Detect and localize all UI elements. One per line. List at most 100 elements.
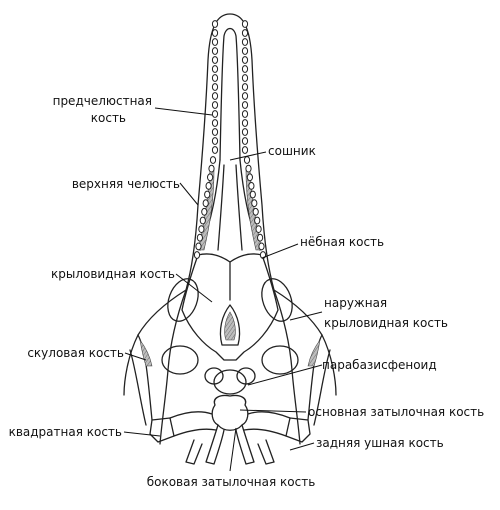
- tooth-socket: [211, 74, 219, 82]
- parabasisphenoid-shape: [213, 369, 247, 395]
- vomer-outline: [217, 164, 243, 251]
- tooth-socket: [241, 65, 249, 73]
- opisthotic-left: [169, 411, 217, 437]
- tooth-socket: [211, 92, 219, 100]
- jugal-left: [129, 334, 153, 426]
- tooth-socket: [241, 56, 249, 64]
- tooth-socket: [251, 199, 258, 208]
- tooth-socket: [241, 47, 249, 55]
- tooth-socket: [211, 101, 219, 109]
- label-quadrate: квадратная кость: [9, 425, 122, 439]
- quadrate-right: [285, 417, 311, 443]
- leader-opisthotic: [289, 442, 315, 451]
- subtemporal-fenestra-left: [161, 345, 199, 375]
- tooth-socket: [248, 182, 255, 190]
- tooth-socket: [209, 156, 217, 164]
- label-premaxilla: предчелюстная: [53, 94, 152, 108]
- snout-outline: [159, 13, 301, 445]
- jugal-shade-right: [307, 339, 321, 367]
- tooth-socket: [241, 110, 249, 118]
- label-vomer: сошник: [268, 144, 316, 158]
- basioccipital-shape: [211, 394, 249, 431]
- label-pterygoid: крыловидная кость: [51, 267, 175, 281]
- tooth-socket: [241, 137, 249, 145]
- leader-basioccipital: [239, 409, 307, 413]
- tooth-socket: [211, 83, 219, 91]
- tooth-socket: [211, 65, 219, 73]
- tooth-socket: [252, 207, 259, 216]
- ectopterygoid-right: [261, 278, 293, 322]
- leader-palatine: [261, 243, 299, 259]
- label-basioccipital: основная затылочная кость: [308, 405, 484, 419]
- subtemporal-fenestra-right: [261, 345, 299, 375]
- tooth-socket: [201, 207, 208, 216]
- tooth-socket: [241, 146, 249, 154]
- label-jugal: скуловая кость: [27, 346, 124, 360]
- label-ectopterygoid: наружная: [324, 296, 387, 310]
- tooth-socket: [249, 190, 256, 199]
- leader-parabasisphenoid: [247, 364, 323, 386]
- tooth-socket: [241, 92, 249, 100]
- label-opisthotic: задняя ушная кость: [316, 436, 444, 450]
- tooth-socket: [257, 233, 264, 242]
- ectopterygoid-left: [167, 278, 199, 322]
- tooth-socket: [211, 47, 219, 55]
- snout-inner-left: [219, 27, 241, 161]
- jaw-arch-left: [123, 289, 187, 396]
- posterior-prongs: [185, 439, 275, 465]
- tooth-socket: [207, 173, 214, 182]
- tooth-socket: [241, 128, 249, 136]
- label-maxilla: верхняя челюсть: [72, 177, 180, 191]
- opisthotic-right: [243, 411, 291, 437]
- tooth-socket: [208, 164, 215, 173]
- leader-quadrate: [123, 431, 161, 437]
- tooth-socket: [245, 164, 252, 173]
- tooth-socket: [211, 146, 219, 154]
- parabasisphenoid-small: [236, 367, 256, 385]
- tooth-socket: [241, 83, 249, 91]
- tooth-socket: [196, 233, 203, 242]
- tooth-socket: [211, 56, 219, 64]
- tooth-socket: [243, 156, 251, 164]
- tooth-socket: [254, 216, 261, 225]
- leader-vomer: [229, 151, 267, 161]
- tooth-socket: [211, 38, 219, 46]
- tooth-socket: [241, 20, 249, 28]
- tooth-socket: [211, 119, 219, 127]
- tooth-socket: [193, 251, 201, 259]
- tooth-socket: [199, 216, 206, 225]
- tooth-socket: [241, 74, 249, 82]
- leader-jugal: [124, 352, 147, 361]
- vacuity-shade: [224, 311, 236, 341]
- tooth-socket: [211, 137, 219, 145]
- exoccipital-right: [235, 424, 255, 465]
- tooth-socket: [195, 242, 202, 251]
- tooth-socket: [211, 110, 219, 118]
- tooth-socket: [258, 242, 265, 251]
- leader-exoccipital: [229, 427, 237, 472]
- interpterygoid-vacuity: [219, 304, 241, 346]
- tooth-socket: [211, 20, 219, 28]
- quadrate-left: [149, 417, 175, 443]
- leader-premaxilla: [154, 107, 213, 116]
- label-premaxilla-line2: кость: [91, 111, 126, 125]
- tooth-socket: [241, 101, 249, 109]
- tooth-socket: [211, 128, 219, 136]
- jugal-shade-left: [139, 339, 153, 367]
- tooth-socket: [204, 190, 211, 199]
- leader-maxilla: [179, 182, 199, 206]
- exoccipital-left: [205, 424, 225, 465]
- tooth-socket: [241, 119, 249, 127]
- tooth-socket: [241, 38, 249, 46]
- leader-pterygoid: [175, 273, 213, 303]
- label-parabasisphenoid: парабазисфеноид: [322, 358, 437, 372]
- tooth-socket: [205, 182, 212, 190]
- tooth-socket: [202, 199, 209, 208]
- tooth-sockets: [193, 20, 267, 259]
- parabasisphenoid-small-left: [204, 367, 224, 385]
- label-palatine: нёбная кость: [300, 235, 384, 249]
- tooth-socket: [255, 225, 262, 234]
- tooth-socket: [198, 225, 205, 234]
